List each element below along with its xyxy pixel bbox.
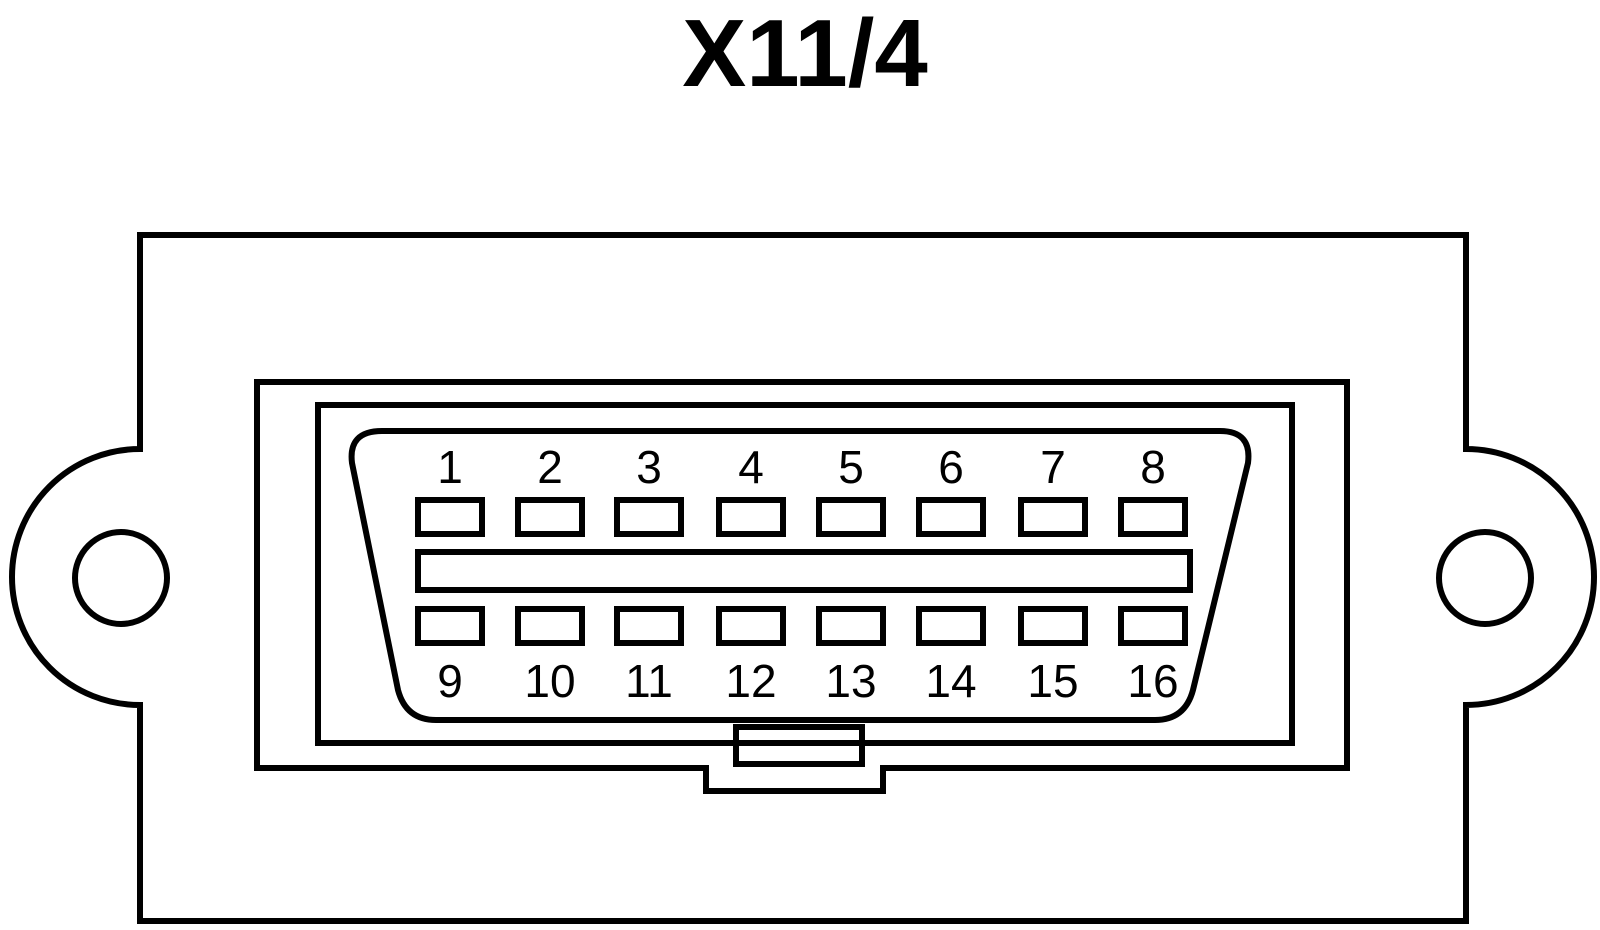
- pin-contact-13: [816, 606, 886, 646]
- pin-label-3: 3: [636, 441, 662, 493]
- pin-label-2: 2: [537, 441, 563, 493]
- pin-contact-7: [1018, 497, 1088, 537]
- pin-label-8: 8: [1140, 441, 1166, 493]
- pin-label-11: 11: [625, 655, 673, 707]
- pin-contact-9: [415, 606, 485, 646]
- mounting-hole-right: [1436, 529, 1534, 627]
- pin-contact-2: [515, 497, 585, 537]
- connector-housing: [254, 379, 1350, 794]
- bottom-pin-row: 9 10 11 12 13 14 15 16: [415, 606, 1188, 707]
- pin-label-5: 5: [838, 441, 864, 493]
- pin-label-9: 9: [437, 655, 463, 707]
- mounting-hole-left: [72, 529, 170, 627]
- pin-contact-6: [916, 497, 986, 537]
- connector-latch-notch: [733, 724, 865, 767]
- mounting-flange: [9, 232, 1597, 924]
- pin-label-6: 6: [938, 441, 964, 493]
- pin-contact-4: [716, 497, 786, 537]
- pin-contact-5: [816, 497, 886, 537]
- pin-contact-3: [614, 497, 684, 537]
- pin-label-13: 13: [825, 655, 876, 707]
- pin-label-12: 12: [725, 655, 776, 707]
- connector-socket-face: [348, 428, 1252, 723]
- pin-label-4: 4: [738, 441, 764, 493]
- pin-contact-15: [1018, 606, 1088, 646]
- pin-contact-10: [515, 606, 585, 646]
- pin-contact-16: [1118, 606, 1188, 646]
- pin-label-14: 14: [925, 655, 976, 707]
- pin-contact-1: [415, 497, 485, 537]
- pin-contact-11: [614, 606, 684, 646]
- pin-row-divider-bar: [415, 549, 1193, 593]
- connector-title: X11/4: [682, 0, 928, 107]
- pin-label-1: 1: [437, 441, 463, 493]
- pin-label-7: 7: [1040, 441, 1066, 493]
- pin-contact-12: [716, 606, 786, 646]
- pin-contact-8: [1118, 497, 1188, 537]
- pin-contact-14: [916, 606, 986, 646]
- pin-label-15: 15: [1027, 655, 1078, 707]
- pin-label-16: 16: [1127, 655, 1178, 707]
- pin-label-10: 10: [524, 655, 575, 707]
- connector-inner-shell: [315, 402, 1295, 746]
- top-pin-row: 1 2 3 4 5 6 7 8: [415, 441, 1188, 537]
